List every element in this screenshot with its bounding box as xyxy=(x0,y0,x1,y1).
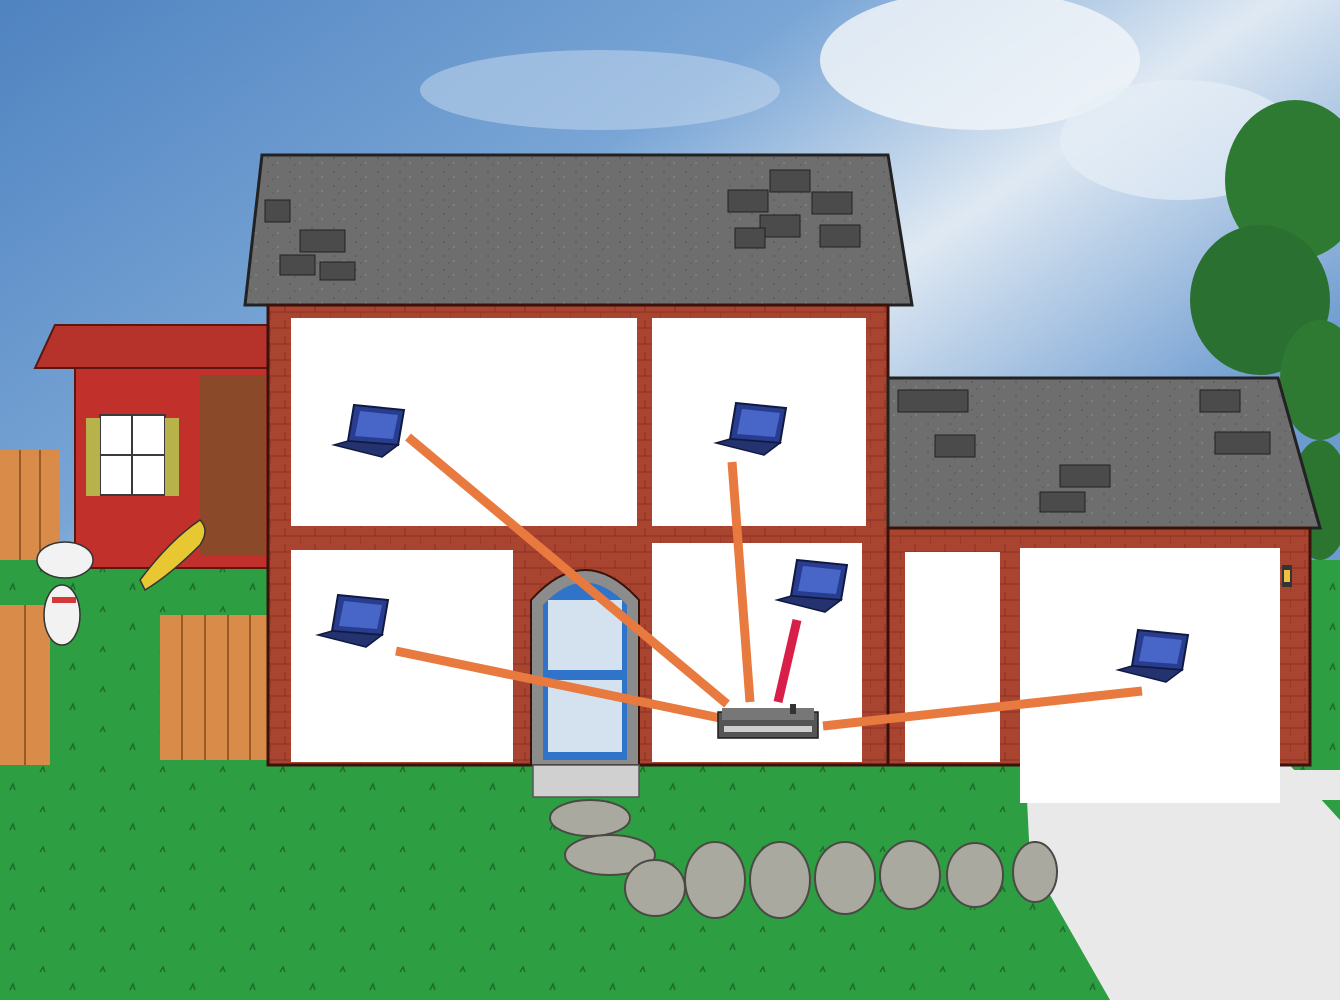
cloud xyxy=(420,50,780,130)
garage-side-room xyxy=(905,552,1000,762)
sidewalk-right xyxy=(1285,770,1340,800)
wall-lamp-icon xyxy=(1284,570,1290,582)
room-upstairs-left xyxy=(291,318,637,526)
front-step xyxy=(533,765,639,797)
front-door xyxy=(531,570,639,765)
router-icon xyxy=(718,704,818,738)
